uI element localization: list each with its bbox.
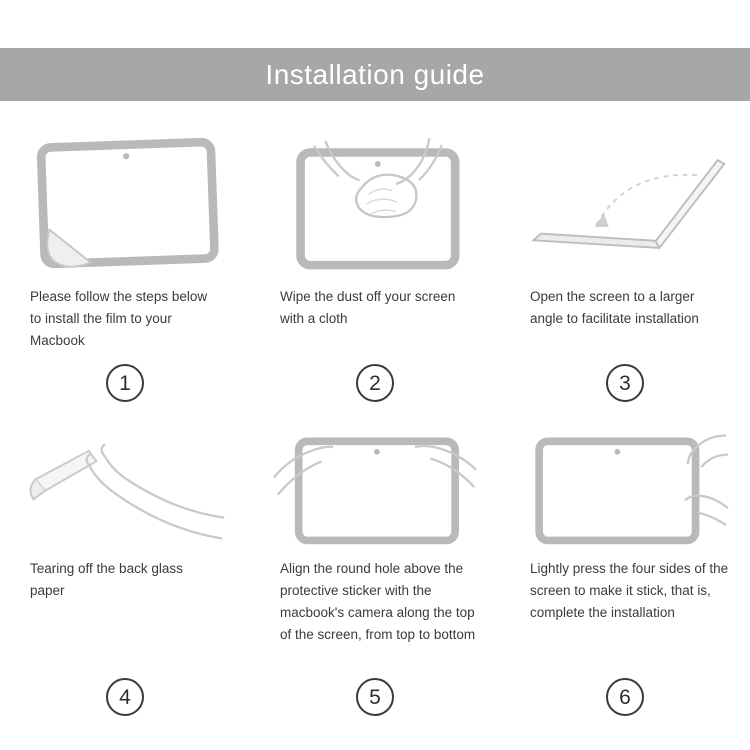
- step-number-badge: 5: [356, 678, 394, 716]
- step-number-text: 5: [369, 685, 381, 709]
- page-title: Installation guide: [265, 58, 485, 90]
- step-number: 4: [10, 678, 240, 736]
- tearing-paper-illustration: [10, 424, 240, 552]
- steps-row-1: Please follow the steps below to install…: [0, 130, 750, 422]
- step-description: Tearing off the back glass paper: [30, 561, 183, 598]
- step-3: Open the screen to a larger angle to fac…: [500, 130, 750, 422]
- step-description: Wipe the dust off your screen with a clo…: [280, 289, 456, 326]
- step-number-text: 1: [119, 371, 131, 395]
- step-number-badge: 3: [606, 364, 644, 402]
- step-number: 1: [10, 364, 240, 422]
- step-5: Align the round hole above the protectiv…: [250, 424, 500, 736]
- step-number-text: 3: [619, 371, 631, 395]
- steps-row-2: Tearing off the back glass paper 4 Align…: [0, 424, 750, 736]
- step-number: 2: [260, 364, 490, 422]
- press-sides-illustration: [510, 424, 740, 552]
- step-number: 5: [260, 678, 490, 736]
- step-number-text: 6: [619, 685, 631, 709]
- step-4: Tearing off the back glass paper 4: [0, 424, 250, 736]
- step-description: Please follow the steps below to install…: [30, 289, 208, 348]
- step-number: 6: [510, 678, 740, 736]
- step-number: 3: [510, 364, 740, 422]
- step-description: Align the round hole above the protectiv…: [280, 561, 476, 642]
- open-laptop-illustration: [510, 130, 740, 280]
- step-number-badge: 2: [356, 364, 394, 402]
- step-number-text: 4: [119, 685, 131, 709]
- step-number-badge: 4: [106, 678, 144, 716]
- step-description: Open the screen to a larger angle to fac…: [530, 289, 699, 326]
- step-number-text: 2: [369, 371, 381, 395]
- wiping-cloth-illustration: [260, 130, 490, 280]
- step-number-badge: 1: [106, 364, 144, 402]
- step-number-badge: 6: [606, 678, 644, 716]
- step-1: Please follow the steps below to install…: [0, 130, 250, 422]
- step-description: Lightly press the four sides of the scre…: [530, 561, 729, 620]
- step-2: Wipe the dust off your screen with a clo…: [250, 130, 500, 422]
- step-6: Lightly press the four sides of the scre…: [500, 424, 750, 736]
- header-bar: Installation guide: [0, 48, 750, 101]
- tablet-peeling-film-illustration: [10, 130, 240, 280]
- align-film-illustration: [260, 424, 490, 552]
